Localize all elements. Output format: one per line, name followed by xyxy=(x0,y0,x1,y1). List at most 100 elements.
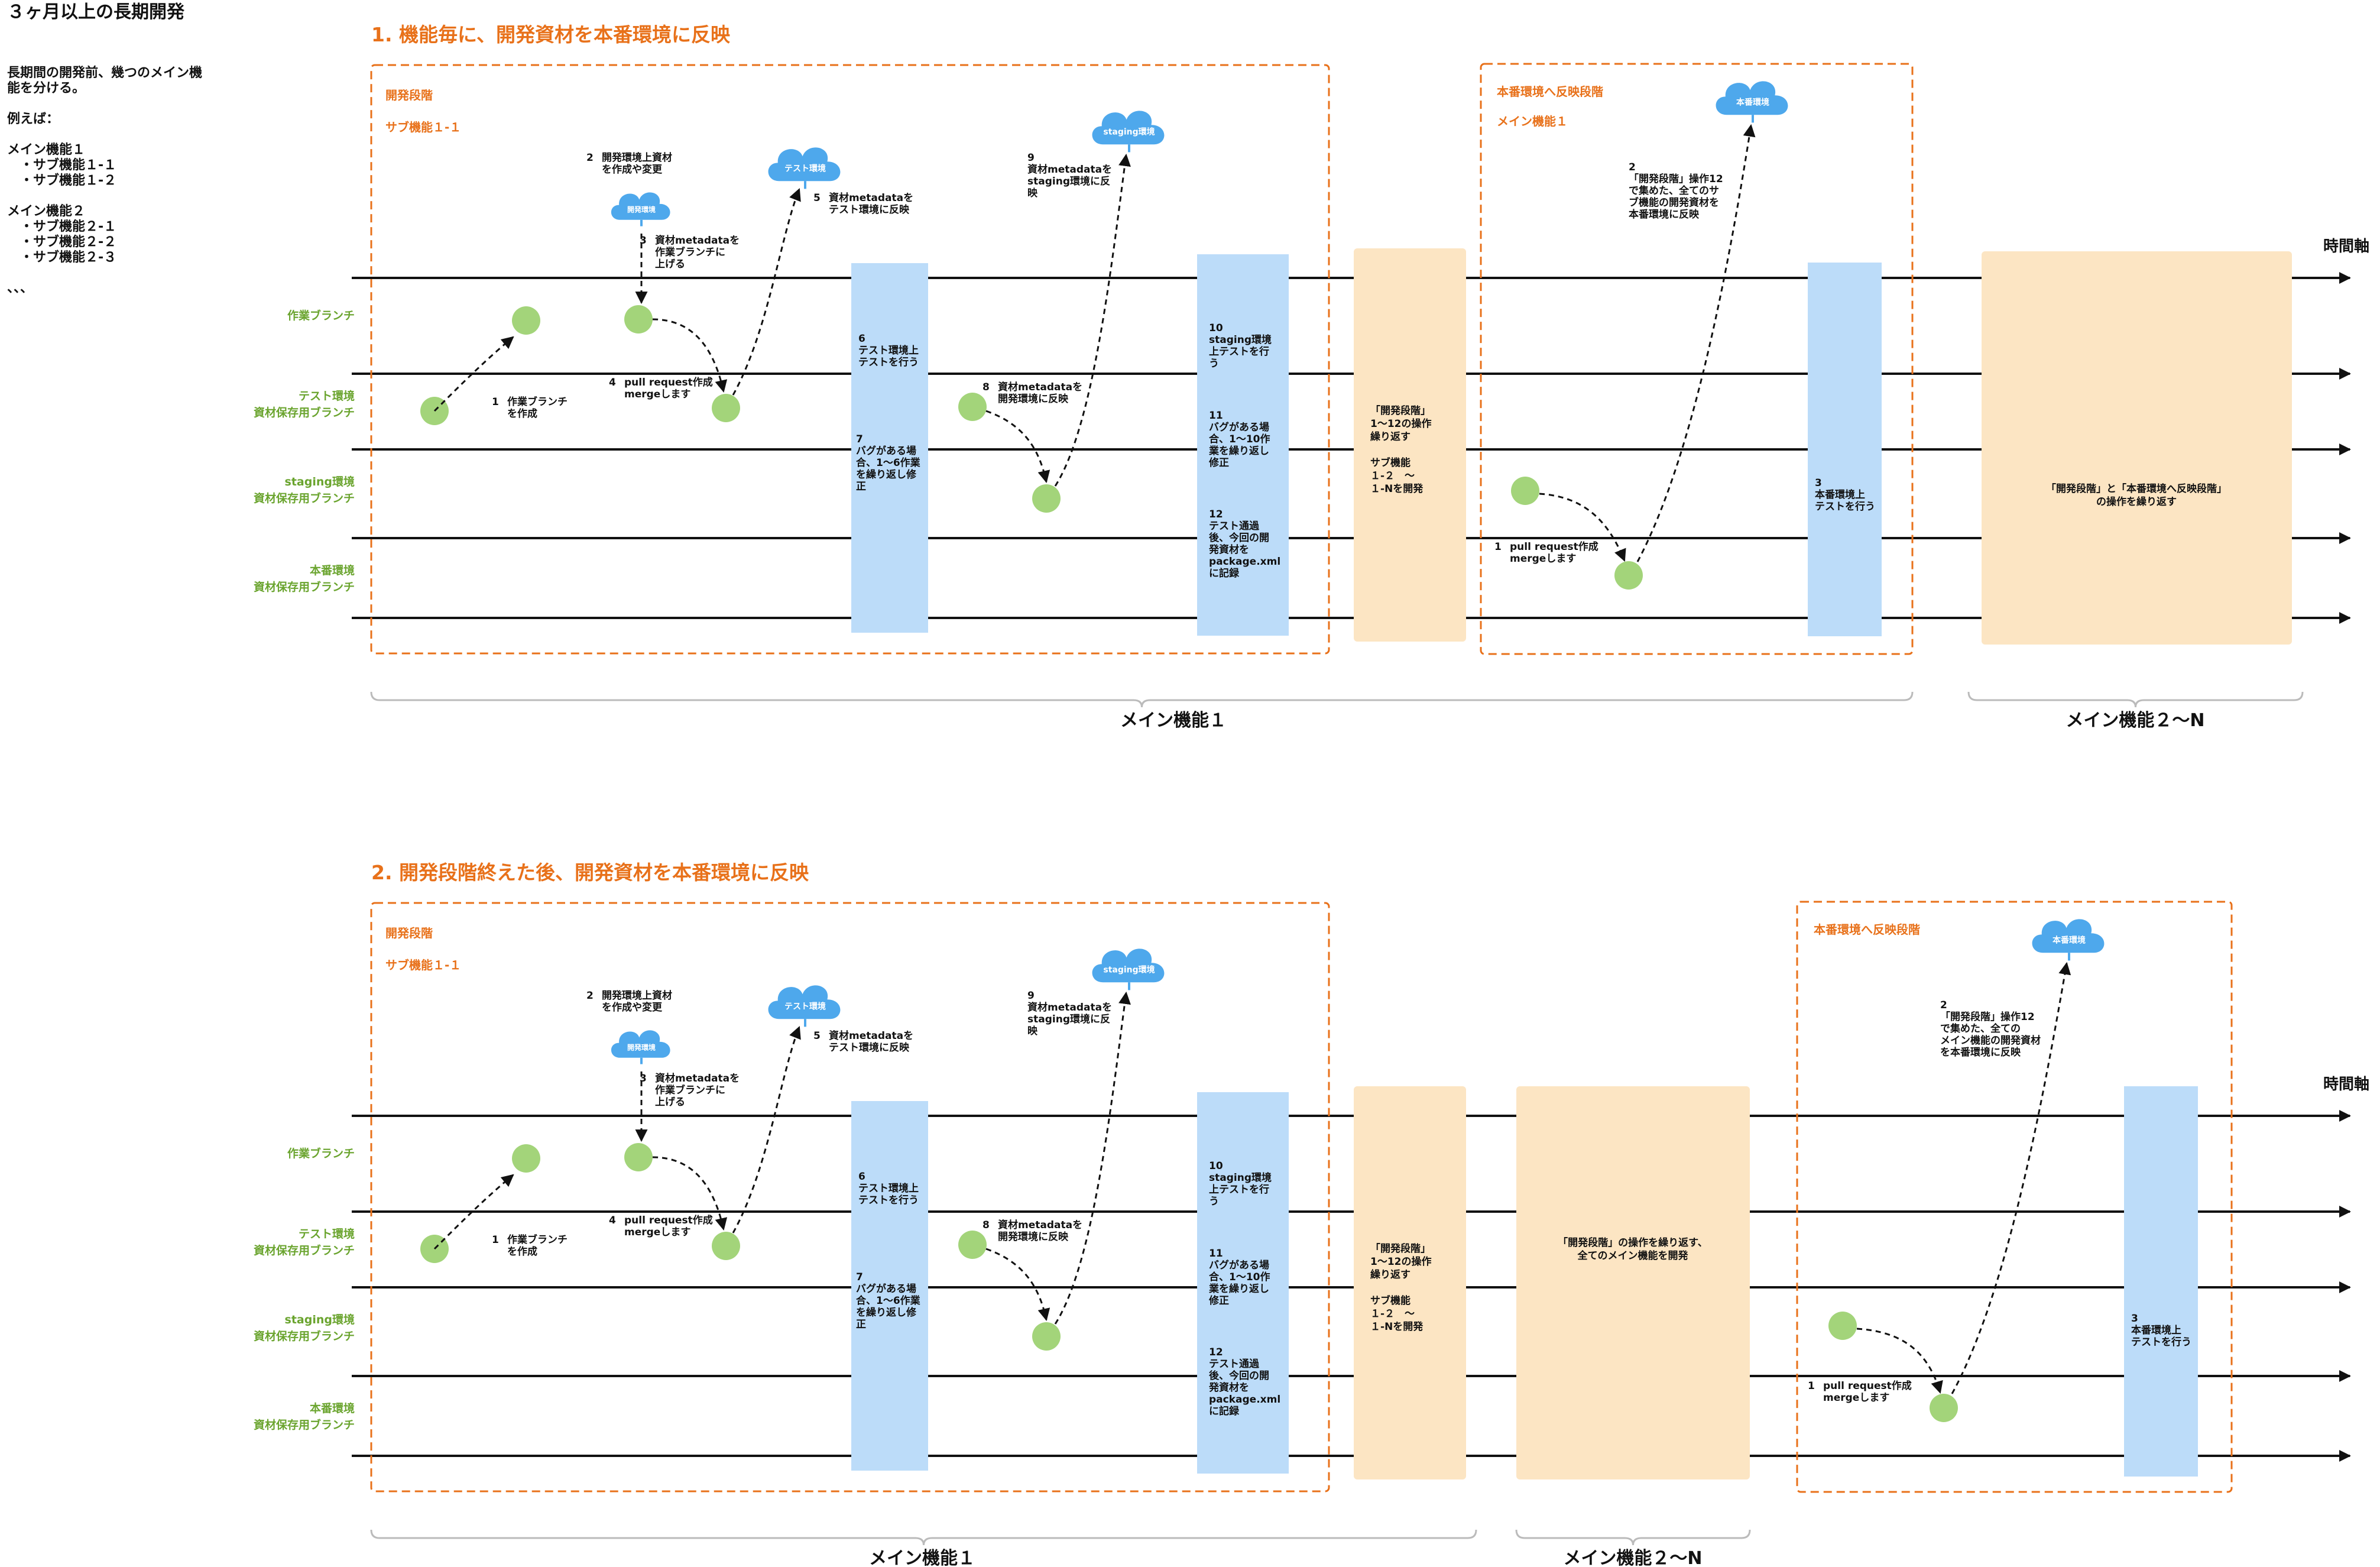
prod-env-cloud-label: 本番環境 xyxy=(2052,935,2086,946)
step-5-number: 5 xyxy=(813,192,821,204)
step-7-text: 合、1〜6作業 xyxy=(856,456,920,469)
step-3-text: 上げる xyxy=(655,1096,685,1108)
arrow-create-work-branch xyxy=(433,1174,514,1250)
release-step-1-number: 1 xyxy=(1808,1380,1815,1392)
step-5-text: テスト環境に反映 xyxy=(829,1041,910,1054)
staging-env-cloud: staging環境 xyxy=(1092,948,1165,990)
repeat-subfeature-text-line: １-２ 〜 xyxy=(1370,470,1415,482)
step-7-text: 7 xyxy=(856,1271,863,1283)
repeat-subfeature-text-line: １-２ 〜 xyxy=(1370,1308,1415,1320)
release-phase-title: 本番環境へ反映段階 xyxy=(1497,85,1603,99)
step-6-text: 6 xyxy=(858,1171,865,1183)
repeat-main-features-box xyxy=(1516,1086,1750,1479)
release-phase-box xyxy=(1480,63,1914,655)
step-8-number: 8 xyxy=(983,381,990,393)
node-work-branch-commit xyxy=(624,305,653,334)
step-4-text: pull request作成 xyxy=(624,1214,713,1226)
step-12-text: package.xml xyxy=(1209,556,1280,568)
branch-label-2-line: staging環境 xyxy=(285,475,355,488)
test-env-cloud: テスト環境 xyxy=(768,985,841,1027)
step-2-text: を作成や変更 xyxy=(602,1001,663,1014)
step-12-text: 後、今回の開 xyxy=(1209,532,1269,544)
brace-main-feature-1 xyxy=(370,1529,1477,1546)
step-12-text: テスト通過 xyxy=(1209,1358,1260,1370)
test-env-cloud-shape xyxy=(768,147,841,182)
brace-main-feature-2-n xyxy=(1967,691,2304,708)
step-3-text: 作業ブランチに xyxy=(655,246,725,258)
release-step-3-text: 3 xyxy=(2131,1313,2138,1325)
step-7-text: 正 xyxy=(856,1319,866,1330)
release-step-2-text: で集めた、全てのサ xyxy=(1629,184,1719,197)
release-step-3-text: 本番環境上 xyxy=(2131,1324,2181,1336)
step-2-number: 2 xyxy=(586,990,594,1002)
arrow-release-pr xyxy=(1856,1328,1943,1394)
release-step-2-text: ブ機能の開発資材を xyxy=(1629,196,1719,209)
step-10-text: う xyxy=(1209,1196,1219,1207)
step-3-text: 作業ブランチに xyxy=(655,1084,725,1096)
step-1-text: を作成 xyxy=(507,407,537,420)
step-10-text: う xyxy=(1209,358,1219,370)
intro-text-line: ・サブ機能１-１ xyxy=(7,157,116,173)
node-work-branch xyxy=(512,306,540,335)
step-3-number: 3 xyxy=(640,235,647,247)
branch-label-0-line: 作業ブランチ xyxy=(287,1147,355,1160)
step-4-text: mergeします xyxy=(624,388,690,400)
step-11-text: バグがある場 xyxy=(1209,421,1269,433)
prod-env-cloud-shape xyxy=(1716,81,1788,115)
step-3-text: 資材metadataを xyxy=(655,234,740,247)
prod-env-cloud-shape xyxy=(2032,919,2105,953)
step-11-text: 合、1〜10作 xyxy=(1209,1271,1270,1283)
step-3-number: 3 xyxy=(640,1073,647,1084)
step-2-text: 開発環境上資材 xyxy=(602,151,672,164)
step-11-text: 11 xyxy=(1209,410,1223,422)
node-test-branch-merge xyxy=(712,394,740,422)
node-staging-branch xyxy=(1032,1322,1061,1351)
brace-main-feature-1 xyxy=(370,691,1914,708)
branch-label-3-line: 本番環境 xyxy=(310,1401,355,1415)
branch-label-3-line: 本番環境 xyxy=(310,564,355,577)
step-11-text: 修正 xyxy=(1208,1294,1229,1307)
brace-label-main-feature-2-n: メイン機能２〜N xyxy=(2066,710,2204,731)
arrow-pr-merge xyxy=(652,318,728,393)
repeat-subfeature-text-line: 繰り返す xyxy=(1370,430,1411,443)
repeat-subfeature-text-line: サブ機能 xyxy=(1370,456,1411,469)
step-4-number: 4 xyxy=(609,377,616,388)
test-env-test-bar xyxy=(851,1101,928,1471)
step-7-text: 合、1〜6作業 xyxy=(856,1294,920,1307)
dev-env-cloud-shape xyxy=(611,1030,670,1058)
dev-env-cloud: 開発環境 xyxy=(611,1030,670,1064)
branch-label-0: 作業ブランチ xyxy=(287,309,355,322)
sub-feature-label: サブ機能１-１ xyxy=(385,120,461,134)
branch-label-0: 作業ブランチ xyxy=(287,1147,355,1160)
node-release-staging xyxy=(1828,1312,1857,1340)
node-staging-branch xyxy=(1032,484,1061,513)
page-title: ３ヶ月以上の長期開発 xyxy=(7,2,185,22)
step-10-text: 10 xyxy=(1209,1160,1223,1172)
node-work-branch-commit xyxy=(624,1143,653,1171)
release-step-2-text: 2 xyxy=(1629,161,1636,173)
release-step-3-text: テストを行う xyxy=(1815,500,1875,513)
step-8-text: 資材metadataを xyxy=(998,1219,1082,1231)
step-7-text: バグがある場 xyxy=(856,1283,916,1295)
prod-test-bar xyxy=(1808,263,1882,636)
release-main-feature-label: メイン機能１ xyxy=(1497,114,1568,128)
step-7-text: を繰り返し修 xyxy=(856,468,917,481)
test-env-cloud-shape xyxy=(768,985,841,1019)
dev-env-cloud: 開発環境 xyxy=(611,192,670,226)
